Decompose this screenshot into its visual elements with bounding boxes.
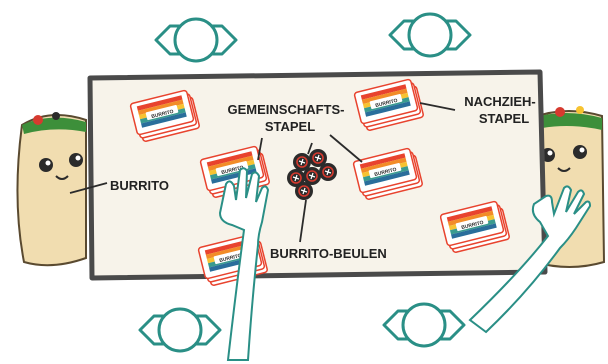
svg-text:BURRITO: BURRITO xyxy=(221,165,245,176)
player-seat-icon xyxy=(382,302,466,348)
community-pile-label: STAPEL xyxy=(265,119,315,134)
card-stack-icon: BURRITO xyxy=(199,144,271,200)
card-stack-icon: BURRITO xyxy=(129,88,201,144)
player-seat-icon xyxy=(154,17,238,63)
svg-text:BURRITO: BURRITO xyxy=(219,253,243,264)
card-stack-icon: BURRITO xyxy=(353,77,425,133)
svg-text:BURRITO: BURRITO xyxy=(461,220,485,231)
community-pile-label: GEMEINSCHAFTS- xyxy=(228,102,345,117)
player-seat-icon xyxy=(138,307,222,353)
svg-text:BURRITO: BURRITO xyxy=(375,98,399,109)
burrito-label: BURRITO xyxy=(110,178,169,193)
card-stack-icon: BURRITO xyxy=(439,199,511,255)
svg-text:BURRITO: BURRITO xyxy=(374,167,398,178)
burrito-bumps-label: BURRITO-BEULEN xyxy=(270,246,387,261)
player-seat-icon xyxy=(388,12,472,58)
label-pointers xyxy=(69,102,456,243)
draw-pile-label: NACHZIEH- xyxy=(464,94,536,109)
card-stack-icon: BURRITO xyxy=(197,232,269,288)
arm-icon xyxy=(218,167,270,361)
arm-icon xyxy=(468,185,592,334)
svg-text:BURRITO: BURRITO xyxy=(151,109,175,120)
burrito-character-icon xyxy=(16,112,87,267)
draw-pile-label: STAPEL xyxy=(479,111,529,126)
card-stack-icon: BURRITO xyxy=(352,146,424,202)
